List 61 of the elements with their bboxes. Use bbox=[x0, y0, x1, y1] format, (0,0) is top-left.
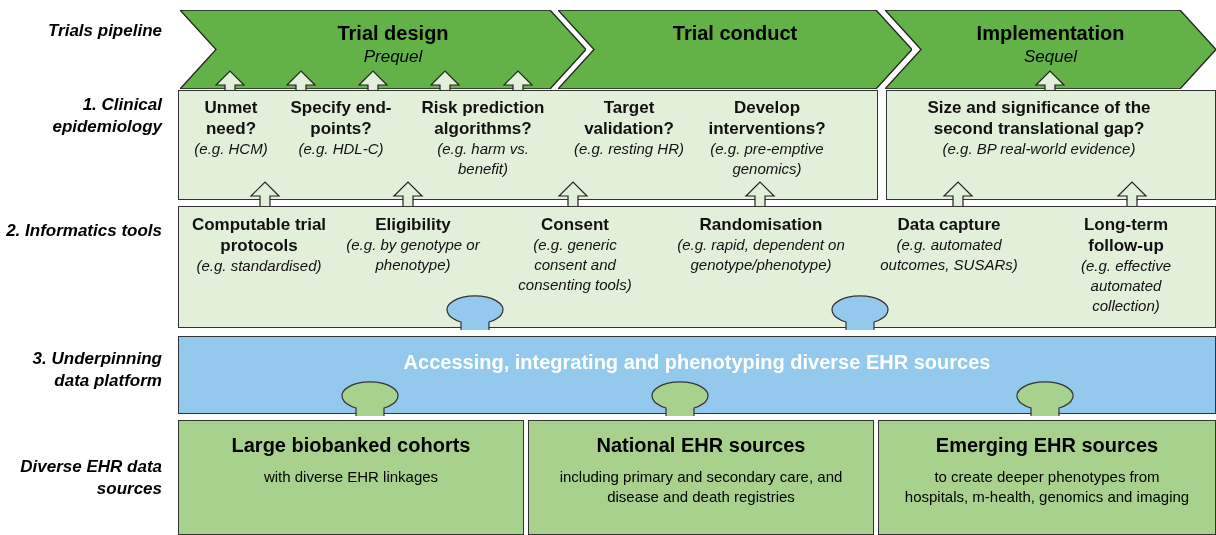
source-description: to create deeper phenotypes from hospitals, m-health, genomics and imaging bbox=[903, 467, 1191, 507]
source-title: National EHR sources bbox=[595, 433, 807, 458]
block-arrow bbox=[502, 70, 534, 91]
block-arrow bbox=[214, 70, 246, 91]
stage-subtitle: Prequel bbox=[362, 46, 424, 68]
topic-heading: Eligibility bbox=[374, 214, 452, 235]
block-arrow bbox=[1116, 181, 1148, 207]
topic-heading: Risk prediction algorithms? bbox=[420, 97, 546, 139]
platform-band bbox=[178, 336, 1216, 414]
example-text: (e.g. HCM) bbox=[193, 139, 269, 159]
block-arrow bbox=[557, 181, 589, 207]
example-text: (e.g. automated outcomes, SUSARs) bbox=[879, 235, 1019, 275]
stage-title: Trial design bbox=[336, 21, 450, 46]
block-arrow bbox=[249, 181, 281, 207]
block-arrow bbox=[357, 70, 389, 91]
layer-panel bbox=[886, 90, 1216, 200]
topic-heading: Size and significance of the second translational gap? bbox=[926, 97, 1152, 139]
example-text: (e.g. generic consent and consenting tools) bbox=[517, 235, 633, 295]
row-label: 3. Underpinning data platform bbox=[31, 348, 162, 392]
topic-heading: Data capture bbox=[896, 214, 1002, 235]
example-text: (e.g. BP real-world evidence) bbox=[941, 139, 1137, 159]
example-text: (e.g. effective automated collection) bbox=[1079, 256, 1172, 316]
topic-heading: Target validation? bbox=[583, 97, 675, 139]
block-arrow bbox=[285, 70, 317, 91]
topic-heading: Computable trial protocols bbox=[190, 214, 328, 256]
example-text: (e.g. harm vs. benefit) bbox=[436, 139, 530, 179]
block-arrow bbox=[1034, 70, 1066, 91]
topic-heading: Consent bbox=[540, 214, 610, 235]
source-description: including primary and secondary care, and disease and death registries bbox=[558, 467, 844, 507]
block-arrow bbox=[392, 181, 424, 207]
block-arrow bbox=[942, 181, 974, 207]
layer-panel bbox=[178, 206, 1216, 328]
stage-banner bbox=[885, 10, 1216, 89]
platform-title: Accessing, integrating and phenotyping diverse EHR sources bbox=[402, 350, 992, 375]
topic-heading: Develop interventions? bbox=[707, 97, 827, 139]
topic-heading: Specify end-points? bbox=[289, 97, 393, 139]
row-label: Diverse EHR data sources bbox=[19, 456, 162, 500]
row-label: Trials pipeline bbox=[47, 20, 162, 42]
source-title: Emerging EHR sources bbox=[934, 433, 1160, 458]
stage-title: Implementation bbox=[975, 21, 1126, 46]
example-text: (e.g. rapid, dependent on genotype/phenotype) bbox=[676, 235, 846, 275]
topic-heading: Randomisation bbox=[698, 214, 824, 235]
source-title: Large biobanked cohorts bbox=[230, 433, 472, 458]
data-source-box bbox=[178, 420, 524, 535]
row-label: 1. Clinical epidemiology bbox=[51, 94, 162, 138]
example-text: (e.g. standardised) bbox=[195, 256, 323, 276]
example-text: (e.g. pre-emptive genomics) bbox=[709, 139, 825, 179]
block-arrow bbox=[744, 181, 776, 207]
topic-heading: Long-term follow-up bbox=[1082, 214, 1169, 256]
example-text: (e.g. by genotype or phenotype) bbox=[345, 235, 481, 275]
topic-heading: Unmet need? bbox=[203, 97, 259, 139]
stage-subtitle: Sequel bbox=[1023, 46, 1079, 68]
example-text: (e.g. resting HR) bbox=[572, 139, 685, 159]
layer-panel bbox=[178, 90, 878, 200]
source-description: with diverse EHR linkages bbox=[262, 467, 440, 487]
data-source-box bbox=[878, 420, 1216, 535]
stage-title: Trial conduct bbox=[671, 21, 799, 46]
block-arrow bbox=[429, 70, 461, 91]
example-text: (e.g. HDL-C) bbox=[297, 139, 385, 159]
row-label: 2. Informatics tools bbox=[5, 220, 162, 242]
data-source-box bbox=[528, 420, 874, 535]
